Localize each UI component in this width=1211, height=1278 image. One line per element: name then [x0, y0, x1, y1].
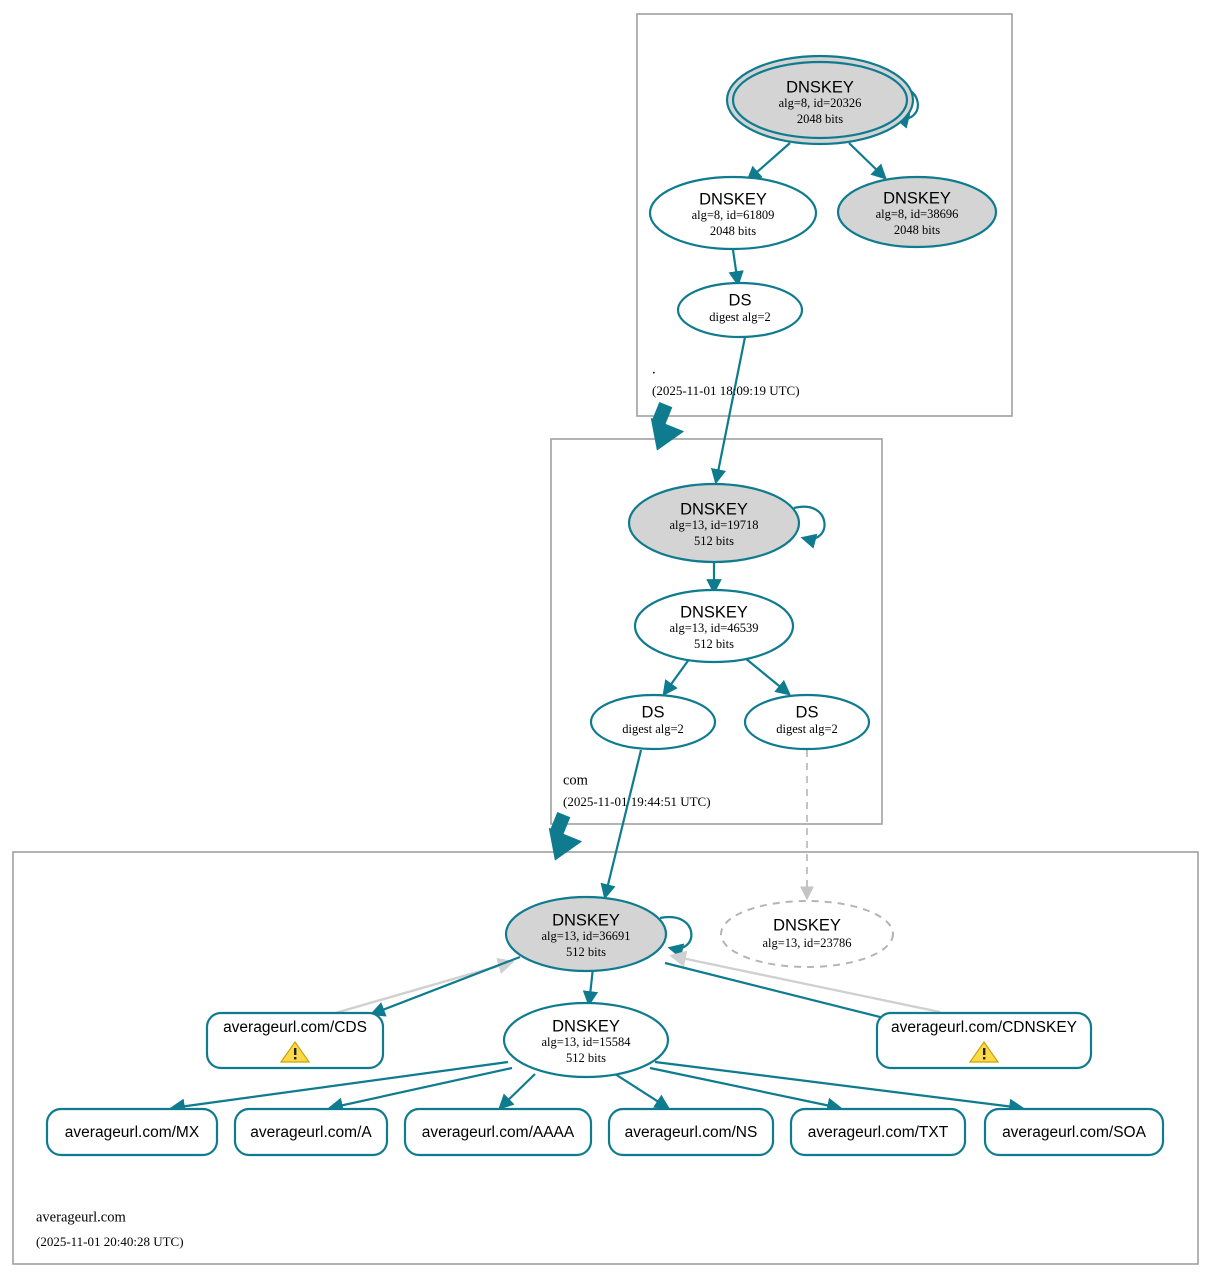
zone-timestamp-averageurl: (2025-11-01 20:40:28 UTC)	[36, 1234, 184, 1249]
rrset-box-ns[interactable]	[607, 1107, 775, 1157]
node-root-zsk-type: DNSKEY	[699, 190, 767, 208]
edge-delegation-root-to-com	[650, 401, 685, 451]
rrset-label-txt: averageurl.com/TXT	[808, 1124, 949, 1141]
rrset-label-ns: averageurl.com/NS	[625, 1124, 758, 1141]
rrset-box-cds[interactable]	[205, 1011, 385, 1070]
node-root-extra-bits: 2048 bits	[894, 223, 940, 237]
edge-avg-zsk-to-soa	[654, 1060, 1025, 1115]
node-avg-orphan-type: DNSKEY	[773, 916, 841, 934]
node-root-ksk-bits: 2048 bits	[797, 112, 843, 126]
node-root-ds-type: DS	[729, 291, 752, 309]
edge-cdnskey-to-avg-ksk	[669, 950, 941, 1014]
node-com-ds-left[interactable]	[589, 693, 717, 751]
node-com-ksk-type: DNSKEY	[680, 500, 748, 518]
node-root-zsk[interactable]	[648, 175, 818, 251]
zone-box-averageurl	[12, 851, 1199, 1265]
edge-avg-zsk-to-a	[327, 1066, 513, 1113]
node-avg-orphan-dnskey[interactable]	[720, 900, 894, 968]
edge-avg-ksk-to-zsk	[582, 967, 599, 1007]
node-com-ds-left-type: DS	[642, 703, 665, 721]
node-root-ds[interactable]	[676, 281, 804, 339]
node-com-ds-right-digest: digest alg=2	[776, 722, 838, 736]
rrset-label-mx: averageurl.com/MX	[65, 1124, 200, 1141]
zone-timestamp-root: (2025-11-01 18:09:19 UTC)	[652, 383, 800, 398]
node-avg-ksk-bits: 512 bits	[566, 945, 606, 959]
rrset-label-soa: averageurl.com/SOA	[1002, 1124, 1147, 1141]
edge-avg-ksk-to-cds	[369, 955, 521, 1017]
edge-com-ds-to-avg-dnskey	[600, 749, 643, 900]
node-com-zsk[interactable]	[633, 588, 795, 664]
rrset-box-aaaa[interactable]	[403, 1107, 593, 1157]
node-avg-zsk-bits: 512 bits	[566, 1051, 606, 1065]
rrset-box-cdnskey[interactable]	[875, 1011, 1093, 1070]
edge-avg-zsk-to-mx	[169, 1060, 509, 1114]
rrset-box-txt[interactable]	[789, 1107, 967, 1157]
node-com-ksk[interactable]	[627, 482, 801, 564]
node-root-extra-key[interactable]	[836, 175, 998, 249]
node-com-zsk-type: DNSKEY	[680, 603, 748, 621]
edge-root-zsk-to-ds	[728, 249, 744, 287]
node-root-extra-alg: alg=8, id=38696	[876, 207, 959, 221]
node-avg-ksk-alg: alg=13, id=36691	[541, 929, 630, 943]
edge-com-zsk-to-ds-left	[662, 657, 691, 697]
warning-triangle-icon-cdnskey	[968, 1040, 1000, 1063]
node-avg-zsk-alg: alg=13, id=15584	[541, 1035, 631, 1049]
edge-com-zsk-to-ds-right	[744, 657, 791, 696]
rrset-box-a[interactable]	[233, 1107, 389, 1157]
rrset-label-a: averageurl.com/A	[250, 1124, 372, 1141]
zone-label-root: .	[652, 361, 656, 377]
node-root-ksk-type: DNSKEY	[786, 78, 854, 96]
node-root-zsk-alg: alg=8, id=61809	[692, 208, 775, 222]
rrset-label-cdnskey: averageurl.com/CDNSKEY	[891, 1019, 1077, 1036]
node-com-ksk-bits: 512 bits	[694, 534, 734, 548]
edge-avg-zsk-to-ns	[614, 1073, 671, 1110]
node-avg-zsk[interactable]	[502, 1001, 670, 1079]
edge-root-ksk-to-extra	[848, 142, 887, 180]
node-com-ds-left-digest: digest alg=2	[622, 722, 684, 736]
node-com-zsk-alg: alg=13, id=46539	[669, 621, 758, 635]
edge-avg-zsk-to-txt	[649, 1066, 843, 1113]
node-avg-zsk-type: DNSKEY	[552, 1017, 620, 1035]
rrset-box-mx[interactable]	[45, 1107, 219, 1157]
edge-avg-zsk-to-aaaa	[498, 1073, 536, 1110]
node-com-ksk-alg: alg=13, id=19718	[669, 518, 758, 532]
rrset-label-cds: averageurl.com/CDS	[223, 1019, 367, 1036]
node-com-ds-right-type: DS	[796, 703, 819, 721]
rrset-label-aaaa: averageurl.com/AAAA	[422, 1124, 575, 1141]
rrset-box-soa[interactable]	[983, 1107, 1165, 1157]
edge-root-ds-to-com-dnskey	[710, 336, 747, 485]
node-avg-orphan-alg: alg=13, id=23786	[762, 936, 851, 950]
zone-box-com	[550, 438, 883, 825]
edge-delegation-com-to-averageurl	[548, 811, 583, 861]
node-root-ksk-alg: alg=8, id=20326	[779, 96, 862, 110]
node-root-extra-type: DNSKEY	[883, 189, 951, 207]
edge-root-ksk-to-zsk	[746, 142, 791, 182]
node-com-ds-right[interactable]	[743, 693, 871, 751]
edge-avg-ksk-to-cdnskey	[664, 961, 903, 1027]
node-root-ds-digest: digest alg=2	[709, 310, 771, 324]
zone-timestamp-com: (2025-11-01 19:44:51 UTC)	[563, 794, 711, 809]
zone-label-com: com	[563, 772, 589, 788]
node-avg-ksk[interactable]	[504, 895, 668, 973]
zone-label-averageurl: averageurl.com	[36, 1209, 126, 1225]
zone-box-root	[636, 13, 1013, 417]
warning-triangle-icon-cds	[279, 1040, 311, 1063]
node-com-zsk-bits: 512 bits	[694, 637, 734, 651]
node-root-ksk-inner[interactable]	[731, 60, 909, 140]
node-root-zsk-bits: 2048 bits	[710, 224, 756, 238]
edge-avg-ksk-selfsign	[659, 915, 693, 959]
edge-com-ksk-selfsign	[793, 505, 826, 549]
node-avg-ksk-type: DNSKEY	[552, 911, 620, 929]
